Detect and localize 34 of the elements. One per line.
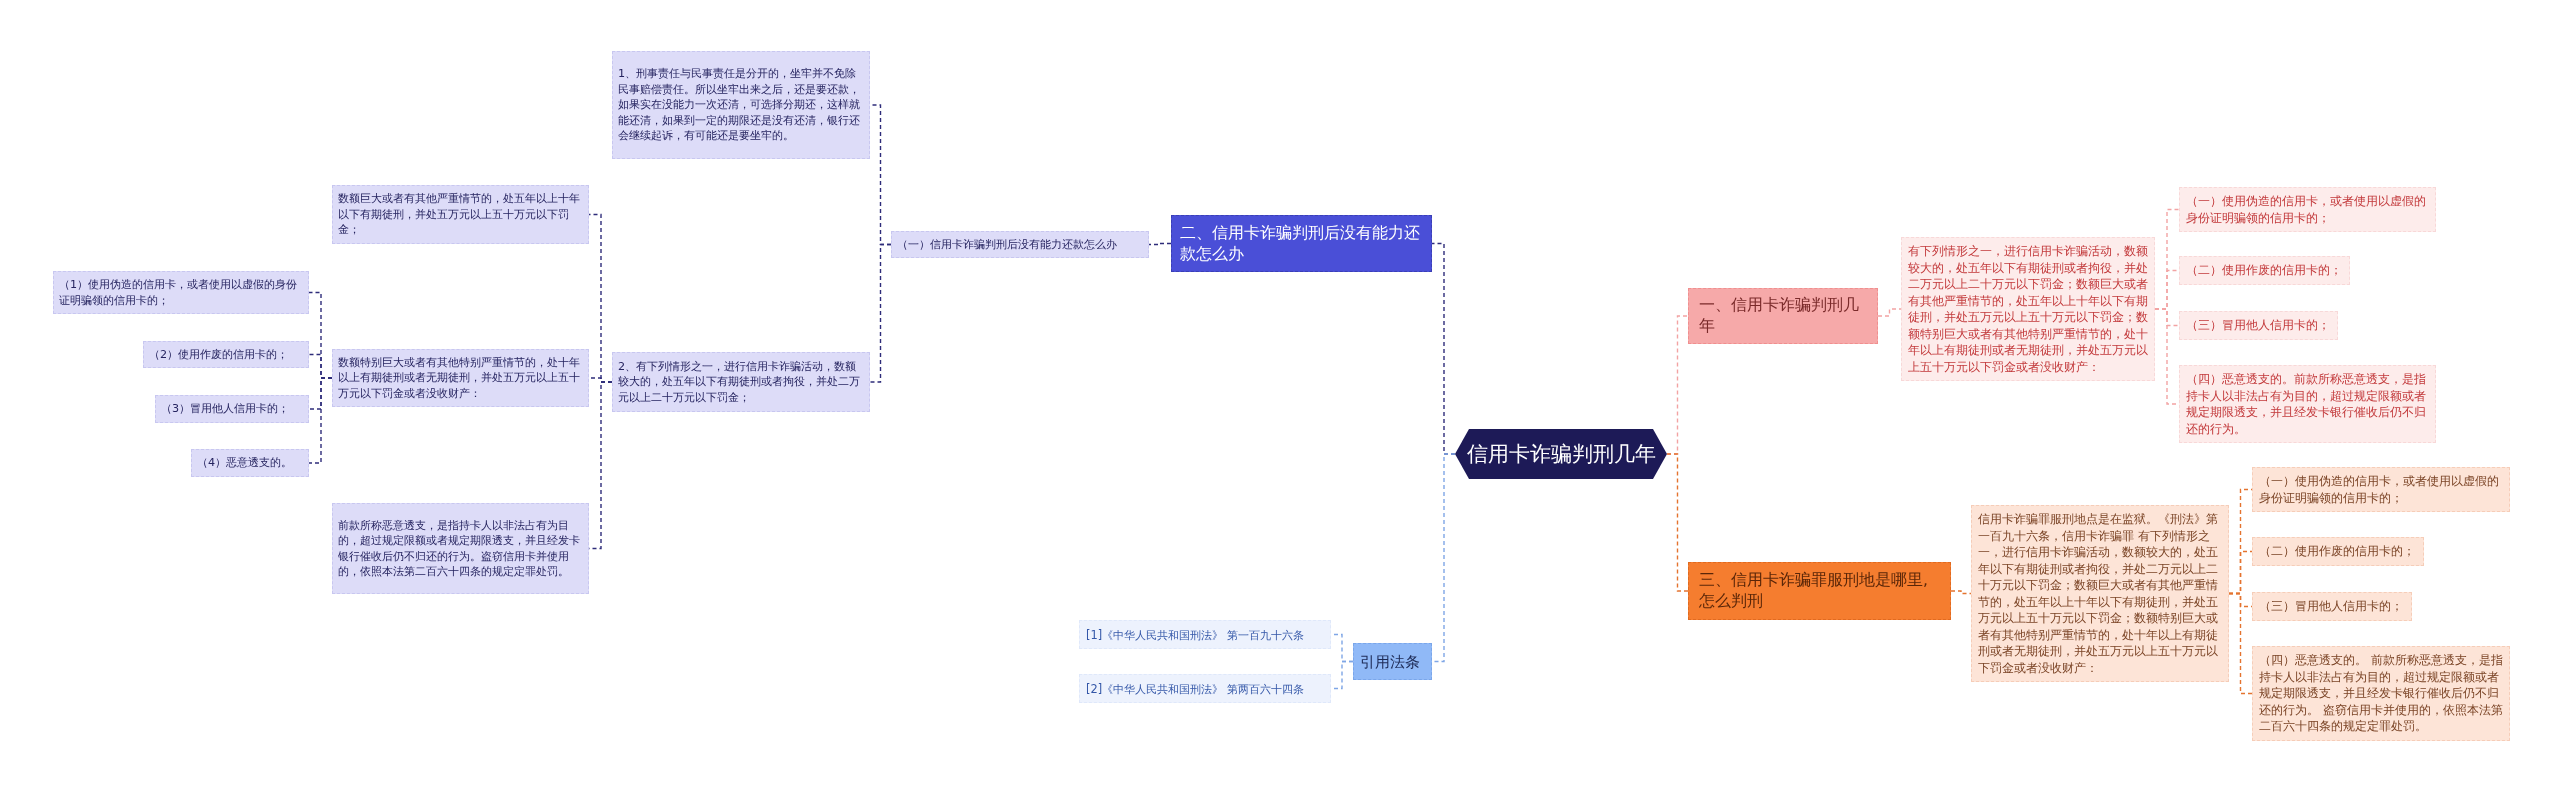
text-box: （4）恶意透支的。: [191, 449, 309, 477]
text-box: [1]《中华人民共和国刑法》 第一百九十六条: [1079, 620, 1331, 649]
topic-box: 引用法条: [1353, 643, 1432, 680]
text-box: （三）冒用他人信用卡的；: [2252, 592, 2412, 621]
connector-line: [2228, 592, 2253, 695]
text-box: 数额特别巨大或者有其他特别严重情节的，处十年以上有期徒刑或者无期徒刑，并处五万元以上五十万元以下罚金或者没收财产：: [332, 349, 589, 407]
topic-box: 一、信用卡诈骗判刑几年: [1688, 288, 1878, 344]
text-box: 数额巨大或者有其他严重情节的，处五年以上十年以下有期徒刑，并处五万元以上五十万元以下罚金；: [332, 185, 589, 244]
connector-line: [869, 243, 892, 383]
text-box: （一）信用卡诈骗判刑后没有能力还款怎么办: [891, 231, 1149, 258]
text-box: （一）使用伪造的信用卡，或者使用以虚假的身份证明骗领的信用卡的；: [2252, 467, 2510, 512]
text-box: （2）使用作废的信用卡的；: [143, 341, 309, 368]
topic-box: 二、信用卡诈骗判刑后没有能力还款怎么办: [1171, 215, 1432, 272]
text-box: （1）使用伪造的信用卡，或者使用以虚假的身份证明骗领的信用卡的；: [53, 271, 309, 314]
central-topic: 信用卡诈骗判刑几年: [1455, 429, 1667, 479]
text-box: 2、有下列情形之一，进行信用卡诈骗活动，数额较大的，处五年以下有期徒刑或者拘役，并处二万元以上二十万元以下罚金；: [612, 352, 870, 412]
connector-line: [1877, 308, 1902, 317]
text-box: （二）使用作废的信用卡的；: [2252, 537, 2424, 566]
text-box: 有下列情形之一，进行信用卡诈骗活动，数额较大的，处五年以下有期徒刑或者拘役，并处二万元以上二十万元以下罚金；数额巨大或者有其他严重情节的，处五年以上十年以下有期徒刑，并处五万元以上五十万元以下罚金；数额特别巨大或者有其他特别严重情节的，处十年以上有期徒刑或者无期徒刑，并处五万元以上五十万元以下罚金或者没收财产：: [1901, 237, 2155, 381]
text-box: 1、刑事责任与民事责任是分开的，坐牢并不免除民事赔偿责任。所以坐牢出来之后，还是要还款，如果实在没能力一次还清，可选择分期还，这样就能还清，如果到一定的期限还是没有还清，银行还会继续起诉，有可能还是要坐牢的。: [612, 51, 870, 159]
connector-line: [1666, 453, 1689, 592]
text-box: （3）冒用他人信用卡的；: [155, 395, 309, 423]
text-box: [2]《中华人民共和国刑法》 第两百六十四条: [1079, 674, 1331, 703]
connector-line: [1950, 590, 1972, 595]
connector-line: [1148, 242, 1172, 246]
connector-line: [308, 377, 333, 464]
text-box: （一）使用伪造的信用卡，或者使用以虚假的身份证明骗领的信用卡的；: [2179, 187, 2436, 232]
topic-box: 三、信用卡诈骗罪服刑地是哪里,怎么判刑: [1688, 562, 1951, 620]
text-box: （四）恶意透支的。前款所称恶意透支，是指持卡人以非法占有为目的，超过规定限额或者规定期限透支，并且经发卡银行催收后仍不归还的行为。: [2179, 365, 2436, 443]
text-box: （二）使用作废的信用卡的；: [2179, 256, 2350, 285]
text-box: （三）冒用他人信用卡的；: [2179, 311, 2338, 340]
text-box: （四）恶意透支的。 前款所称恶意透支，是指持卡人以非法占有为目的，超过规定限额或者规定期限透支，并且经发卡银行催收后仍不归还的行为。 盗窃信用卡并使用的，依照本法第二百六十四条的规定定罪处罚。: [2252, 646, 2510, 741]
text-box: 前款所称恶意透支，是指持卡人以非法占有为目的，超过规定限额或者规定期限透支，并且经发卡银行催收后仍不归还的行为。盗窃信用卡并使用的，依照本法第二百六十四条的规定定罪处罚。: [332, 503, 589, 594]
text-box: 信用卡诈骗罪服刑地点是在监狱。《刑法》第一百九十六条，信用卡诈骗罪 有下列情形之一，进行信用卡诈骗活动，数额较大的，处五年以下有期徒刑或者拘役，并处二万元以上二十万元以下罚金；数额巨大或者有其他严重情节的，处五年以上十年以下有期徒刑，并处五万元以上五十万元以下罚金；数额特别巨大或者有其他特别严重情节的，处十年以上有期徒刑或者无期徒刑，并处五万元以上五十万元以下罚金或者没收财产：: [1971, 505, 2229, 682]
